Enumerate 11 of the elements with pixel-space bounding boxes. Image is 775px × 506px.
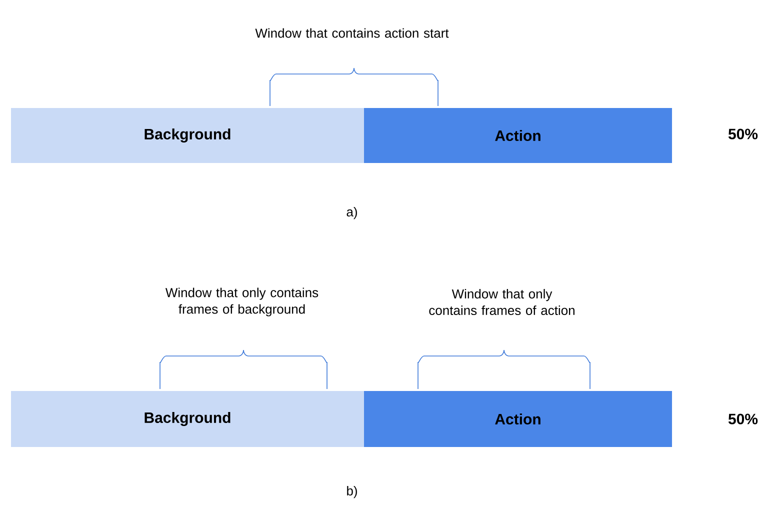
percentage-label: 50% xyxy=(728,414,758,424)
bracket-label: Window that contains action start xyxy=(255,28,449,38)
figure-label: a) xyxy=(346,206,357,220)
figure-label: b) xyxy=(347,486,357,498)
bar-segment: Background xyxy=(11,391,364,447)
bar-segment: Background xyxy=(11,108,364,163)
bar-segment: Action xyxy=(364,108,672,163)
bracket-label: Window that only contains frames of background xyxy=(165,288,318,316)
percentage-label: 50% xyxy=(728,128,758,140)
bar-segment: Action xyxy=(364,391,672,447)
bracket-label: Window that only contains frames of action xyxy=(429,288,574,316)
